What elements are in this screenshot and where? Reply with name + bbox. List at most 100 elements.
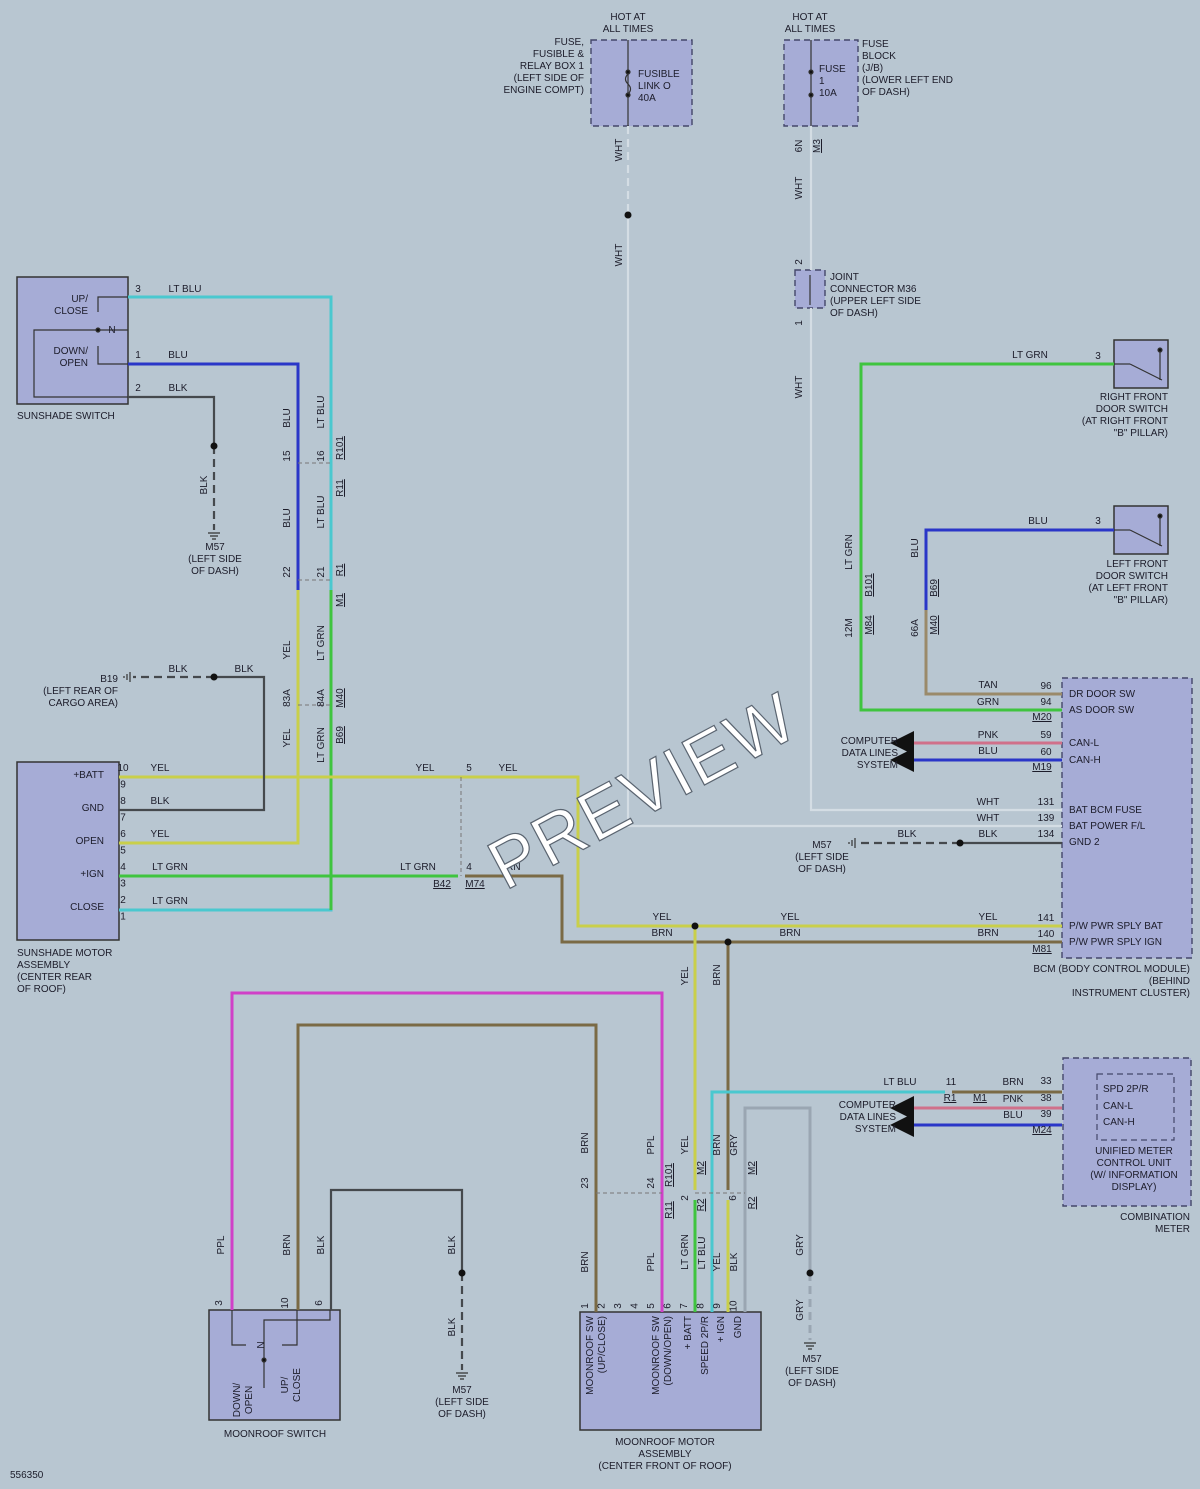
- pin: 22: [282, 566, 293, 578]
- sunshade-motor-pin-6: 6: [120, 829, 126, 840]
- sunshade-motor-pin-7: 7: [120, 813, 126, 824]
- bcm-terminal-1: DR DOOR SW: [1069, 689, 1136, 700]
- fuse-pin: 6N: [794, 140, 805, 153]
- bcm-box: [1061, 677, 1193, 959]
- moonroof-motor-terminal-1: MOONROOF SW(UP/CLOSE): [585, 1315, 608, 1394]
- fusible-link-symbol: [624, 40, 632, 126]
- bcm-terminal-3: CAN-L: [1069, 738, 1099, 749]
- pin: 66A: [910, 619, 921, 637]
- wire-yel: YEL: [680, 1135, 691, 1154]
- bcm-terminal-7: GND 2: [1069, 837, 1100, 848]
- wire-ltblu: LT BLU: [169, 284, 202, 295]
- sunshade-motor-box: [16, 761, 120, 941]
- wire-brn: BRN: [651, 928, 672, 939]
- wire-wht: WHT: [977, 797, 1000, 808]
- wire-blu: BLU: [282, 508, 293, 527]
- connector: R1: [944, 1093, 957, 1104]
- wire-blk: BLK: [235, 664, 254, 675]
- unified-meter-box: [1096, 1073, 1175, 1141]
- moonroof-motor-pin-3: 3: [613, 1303, 624, 1309]
- sunshade-motor-terminal-1: +BATT: [73, 770, 104, 781]
- wire-brn: BRN: [282, 1234, 293, 1255]
- wire-ltgrn: LT GRN: [680, 1234, 691, 1270]
- connector: B69: [929, 579, 940, 597]
- wire-yel: YEL: [712, 1252, 723, 1271]
- sunshade-motor-pin-9: 9: [120, 780, 126, 791]
- bcm-connector-M81: M81: [1032, 944, 1052, 955]
- connector: R11: [335, 479, 346, 497]
- bcm-terminal-4: CAN-H: [1069, 755, 1101, 766]
- fuse-symbol: [808, 40, 814, 126]
- fuse-conn: M3: [812, 139, 823, 153]
- pin: 84A: [316, 689, 327, 707]
- moonroof-motor-terminal-3: + BATT: [683, 1316, 694, 1349]
- moonroof-motor-pin-9: 9: [712, 1303, 723, 1309]
- wire-blk: BLK: [979, 829, 998, 840]
- connector: M1: [335, 593, 346, 607]
- bcm-terminal-5: BAT BCM FUSE: [1069, 805, 1142, 816]
- meter-terminal-1: SPD 2P/R: [1103, 1084, 1149, 1095]
- connector: M1: [973, 1093, 987, 1104]
- wire-yel: YEL: [151, 763, 170, 774]
- sunshade-motor-pin-1: 1: [120, 912, 126, 923]
- moonroof-down-label: DOWN/OPEN: [232, 1383, 255, 1418]
- wire-ltgrn: LT GRN: [316, 625, 327, 661]
- left-door-pin: 3: [1095, 516, 1101, 527]
- connector: M2: [696, 1161, 707, 1175]
- wire-blu: BLU: [978, 746, 997, 757]
- right-door-switch-contacts: [1114, 347, 1163, 381]
- connector: R2: [747, 1196, 758, 1209]
- wire-ltblu: LT BLU: [316, 496, 327, 529]
- sunshade-motor-terminal-4: +IGN: [80, 869, 104, 880]
- sw-pin-1: 1: [135, 350, 141, 361]
- meter-connector: M24: [1032, 1125, 1052, 1136]
- moonroof-switch-pin-3: 3: [214, 1300, 225, 1306]
- watermark: PREVIEW: [476, 677, 810, 904]
- wire-wht: WHT: [614, 139, 625, 162]
- wire-ltgrn: LT GRN: [400, 862, 436, 873]
- fuse-block-box: [783, 39, 859, 127]
- sunshade-n-label: N: [108, 325, 115, 336]
- pin: 2: [680, 1195, 691, 1201]
- wire-blk: BLK: [898, 829, 917, 840]
- connector: R101: [664, 1163, 675, 1187]
- wire-blk: BLK: [169, 383, 188, 394]
- fusible-link-box: [590, 39, 693, 127]
- connector: M74: [465, 879, 485, 890]
- right-door-pin: 3: [1095, 351, 1101, 362]
- wire-yel: YEL: [499, 763, 518, 774]
- sunshade-motor-terminal-3: OPEN: [76, 836, 104, 847]
- moonroof-switch-name: MOONROOF SWITCH: [224, 1429, 326, 1440]
- bcm-connector-M20: M20: [1032, 712, 1052, 723]
- wire-tan: TAN: [978, 680, 997, 691]
- left-door-switch-contacts: [1114, 513, 1163, 547]
- sunshade-motor-terminal-5: CLOSE: [70, 902, 104, 913]
- pin: 5: [466, 763, 472, 774]
- wire-brn: BRN: [712, 964, 723, 985]
- pin: 15: [282, 450, 293, 462]
- wire-ltblu: LT BLU: [697, 1237, 708, 1270]
- wire-yel: YEL: [282, 640, 293, 659]
- wire-blk: BLK: [199, 475, 210, 494]
- moonroof-motor-pin-1: 1: [580, 1303, 591, 1309]
- sunshade-switch-contacts: [33, 296, 128, 398]
- pin: 83A: [282, 689, 293, 707]
- wire-brn: BRN: [1002, 1077, 1023, 1088]
- joint-pin-bot: 1: [794, 320, 805, 326]
- sw-pin-2: 2: [135, 383, 141, 394]
- pin: 21: [316, 566, 327, 578]
- bcm-pin-60: 60: [1040, 747, 1052, 758]
- moonroof-up-label: UP/CLOSE: [280, 1368, 303, 1402]
